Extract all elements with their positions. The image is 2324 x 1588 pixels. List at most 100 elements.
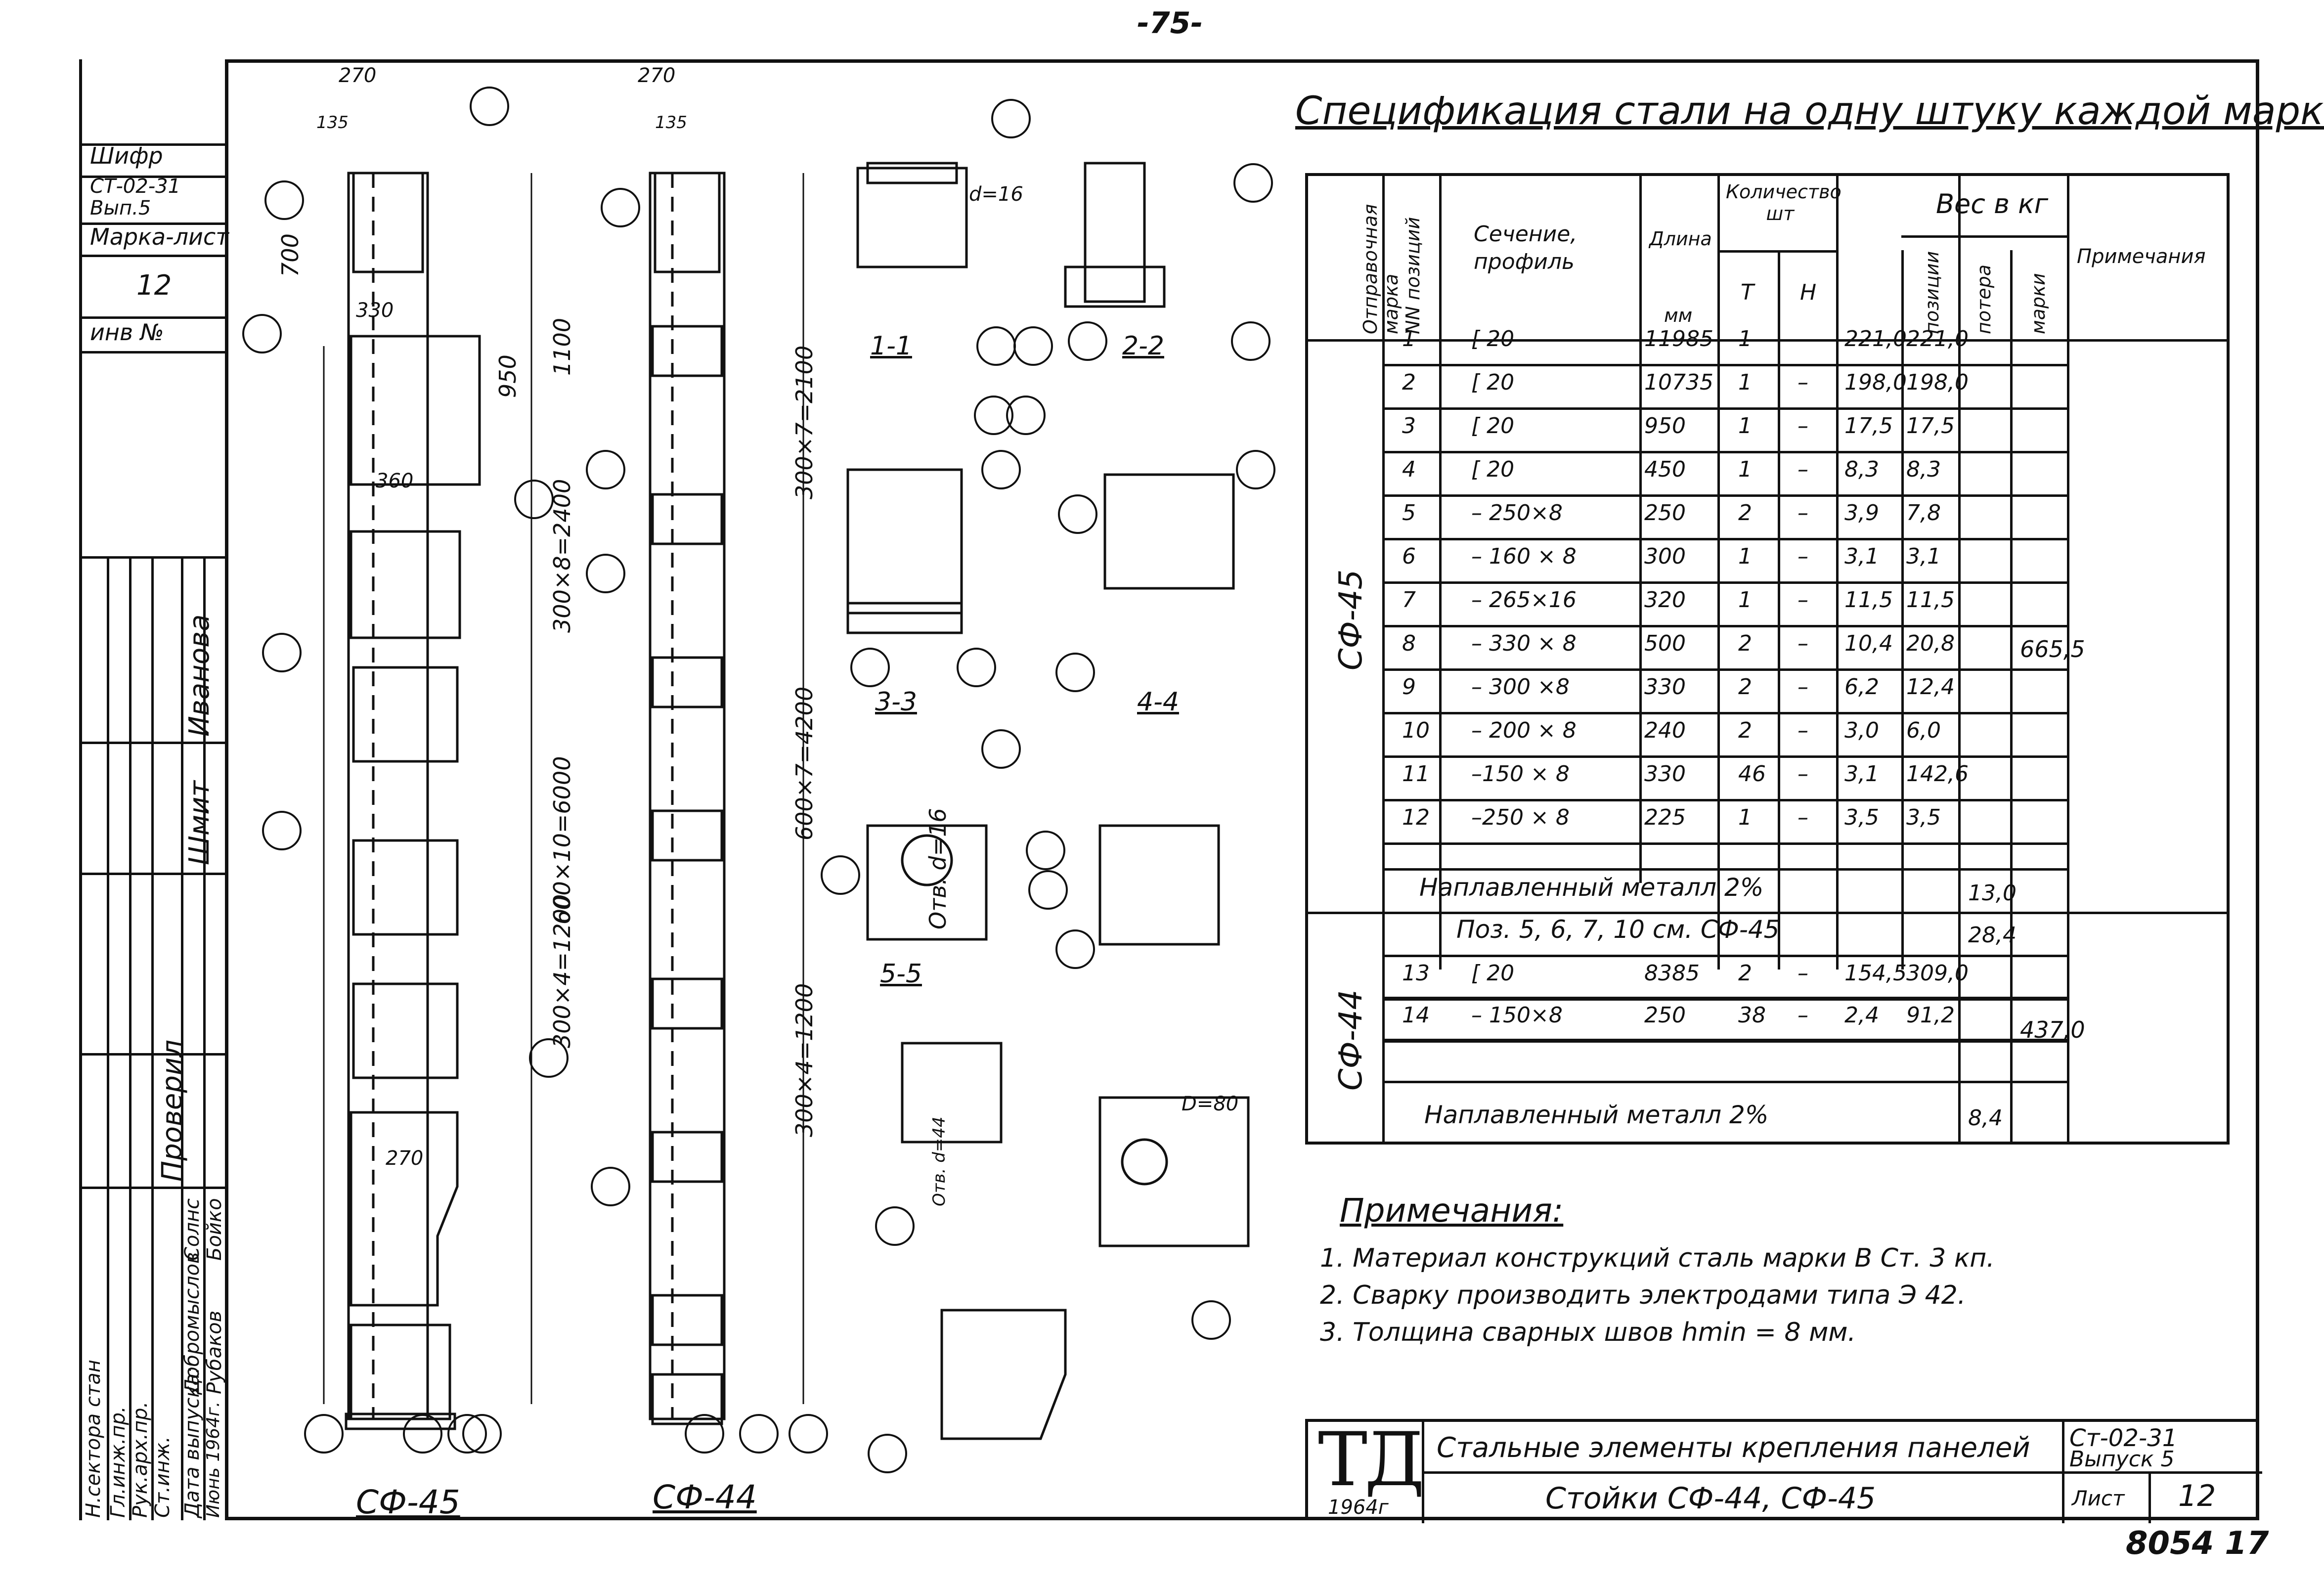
- spec-cell-w_pos: 11,5: [1844, 587, 1893, 613]
- spec-row-divider: [1382, 451, 2067, 453]
- spec-cell-w_total: 3,1: [1906, 544, 1941, 569]
- spec-row-divider: [1382, 407, 2067, 410]
- spec-cell-n: –: [1798, 631, 1808, 656]
- note-2: 2. Сварку производить электродами типа Э…: [1320, 1280, 1966, 1310]
- spec-cell-pos: 11: [1402, 761, 1430, 787]
- dim-600x7: 600×7=4200: [791, 686, 818, 840]
- spec-cell-section: – 150×8: [1471, 1003, 1563, 1028]
- spec-cell-length: 450: [1644, 457, 1686, 482]
- note-3: 3. Толщина сварных швов hmin = 8 мм.: [1320, 1318, 1856, 1347]
- inv-label: инв №: [90, 319, 164, 346]
- spec-cell-length: 950: [1644, 413, 1686, 439]
- spec-cell-section: –250 × 8: [1471, 805, 1570, 830]
- spec-cell-n: –: [1798, 413, 1808, 439]
- spec-cell-w_pos: 3,9: [1844, 500, 1879, 526]
- weld-weight-sf45: 13,0: [1968, 881, 2017, 906]
- section-label-2-2: 2-2: [1122, 331, 1164, 361]
- person-name-1: Иванова: [183, 614, 216, 737]
- spec-cell-w_pos: 198,0: [1844, 370, 1907, 395]
- spec-cell-w_pos: 10,4: [1844, 631, 1893, 656]
- spec-cell-length: 330: [1644, 761, 1686, 787]
- spec-cell-w_pos: 6,2: [1844, 674, 1879, 700]
- column-sf44: [649, 172, 804, 1425]
- spec-cell-w_total: 6,0: [1906, 718, 1941, 743]
- spec-cell-pos: 12: [1402, 805, 1430, 830]
- spec-cell-section: [ 20: [1471, 370, 1515, 395]
- spec-cell-t: 2: [1738, 718, 1752, 743]
- mark-sf44: СФ-44: [1333, 989, 1369, 1091]
- spec-cell-t: 38: [1738, 1003, 1766, 1028]
- mark-sheet-label: Марка-лист: [90, 223, 229, 250]
- spec-cell-pos: 3: [1402, 413, 1416, 439]
- spec-cell-t: 1: [1738, 457, 1752, 482]
- dim-135-b: 135: [655, 113, 687, 132]
- spec-row-divider: [1382, 668, 2067, 671]
- spec-cell-w_pos: 17,5: [1844, 413, 1893, 439]
- hdr-length-unit: мм: [1664, 305, 1693, 326]
- drawing-frame: [225, 59, 2259, 1520]
- left-title-strip: Шифр СТ-02-31 Вып.5 Марка-лист 12 инв № …: [79, 59, 229, 1520]
- spec-cell-pos: 4: [1402, 457, 1416, 482]
- dim-d80: D=80: [1182, 1093, 1239, 1115]
- dim-300x7: 300×7=2100: [791, 345, 818, 499]
- spec-cell-length: 320: [1644, 587, 1686, 613]
- hdr-quantity: Количество шт: [1726, 181, 1842, 224]
- dim-300x4: 300×4=1200: [549, 894, 575, 1048]
- spec-cell-w_total: 198,0: [1906, 370, 1969, 395]
- section-label-4-4: 4-4: [1137, 687, 1179, 717]
- dim-950: 950: [494, 354, 521, 398]
- spec-cell-length: 250: [1644, 500, 1686, 526]
- staff-name-1: Добромыслов: [181, 1252, 204, 1394]
- hdr-w-mark: марки: [2027, 273, 2049, 334]
- spec-cell-t: 2: [1738, 961, 1752, 986]
- role-2: Гл.инж.пр.: [107, 1406, 130, 1518]
- title-block: ТД 1964г Стальные элементы крепления пан…: [1305, 1417, 2262, 1523]
- spec-cell-w_total: 3,5: [1906, 805, 1941, 830]
- mark-sf45-weight: 665,5: [2020, 636, 2085, 662]
- spec-cell-n: –: [1798, 718, 1808, 743]
- spec-cell-t: 46: [1738, 761, 1766, 787]
- spec-cell-pos: 10: [1402, 718, 1430, 743]
- hdr-qty-n: Н: [1800, 280, 1817, 305]
- spec-row-divider: [1382, 581, 2067, 584]
- weld-weight-sf44: 8,4: [1968, 1105, 2003, 1131]
- spec-cell-w_total: 221,0: [1906, 326, 1969, 352]
- spec-cell-length: 330: [1644, 674, 1686, 700]
- hdr-shipping-mark: Отправочная марка: [1359, 204, 1402, 334]
- spec-cell-w_total: 20,8: [1906, 631, 1955, 656]
- section-views: [846, 162, 1250, 1440]
- role-1: Н.сектора стан: [82, 1360, 105, 1518]
- spec-cell-w_total: 142,6: [1906, 761, 1969, 787]
- spec-cell-w_pos: 221,0: [1844, 326, 1907, 352]
- spec-cell-pos: 14: [1402, 1003, 1430, 1028]
- hdr-length: Длина: [1649, 228, 1712, 250]
- spec-row-divider: [1382, 842, 2067, 845]
- spec-cell-pos: 5: [1402, 500, 1416, 526]
- spec-cell-w_pos: 3,1: [1844, 544, 1879, 569]
- spec-cell-w_pos: 3,0: [1844, 718, 1879, 743]
- stamp-year: 1964г: [1328, 1496, 1389, 1519]
- column-sf45: [323, 172, 532, 1430]
- stamp-subtitle: Стойки СФ-44, СФ-45: [1545, 1481, 1876, 1516]
- spec-row-divider: [1382, 494, 2067, 497]
- page-number: -75-: [1137, 6, 1203, 41]
- spec-cell-w_pos: 3,1: [1844, 761, 1879, 787]
- spec-cell-t: 1: [1738, 413, 1752, 439]
- spec-cell-n: –: [1798, 457, 1808, 482]
- column-sf45-label: СФ-45: [356, 1483, 460, 1521]
- spec-cell-w_pos: 3,5: [1844, 805, 1879, 830]
- spec-cell-pos: 9: [1402, 674, 1416, 700]
- dim-d16: d=16: [969, 183, 1023, 206]
- spec-title: Спецификация стали на одну штуку каждой …: [1295, 89, 2324, 133]
- spec-cell-section: – 200 × 8: [1471, 718, 1577, 743]
- dim-270-c: 270: [386, 1147, 424, 1170]
- spec-cell-w_total: 11,5: [1906, 587, 1955, 613]
- stamp-sheet-label: Лист: [2072, 1486, 2125, 1510]
- spec-row-divider: [1382, 799, 2067, 801]
- spec-cell-t: 2: [1738, 631, 1752, 656]
- dim-360: 360: [376, 470, 414, 492]
- spec-row-divider: [1382, 998, 2067, 1001]
- cipher-label: Шифр: [90, 142, 163, 169]
- spec-cell-length: 250: [1644, 1003, 1686, 1028]
- spec-cell-n: –: [1798, 544, 1808, 569]
